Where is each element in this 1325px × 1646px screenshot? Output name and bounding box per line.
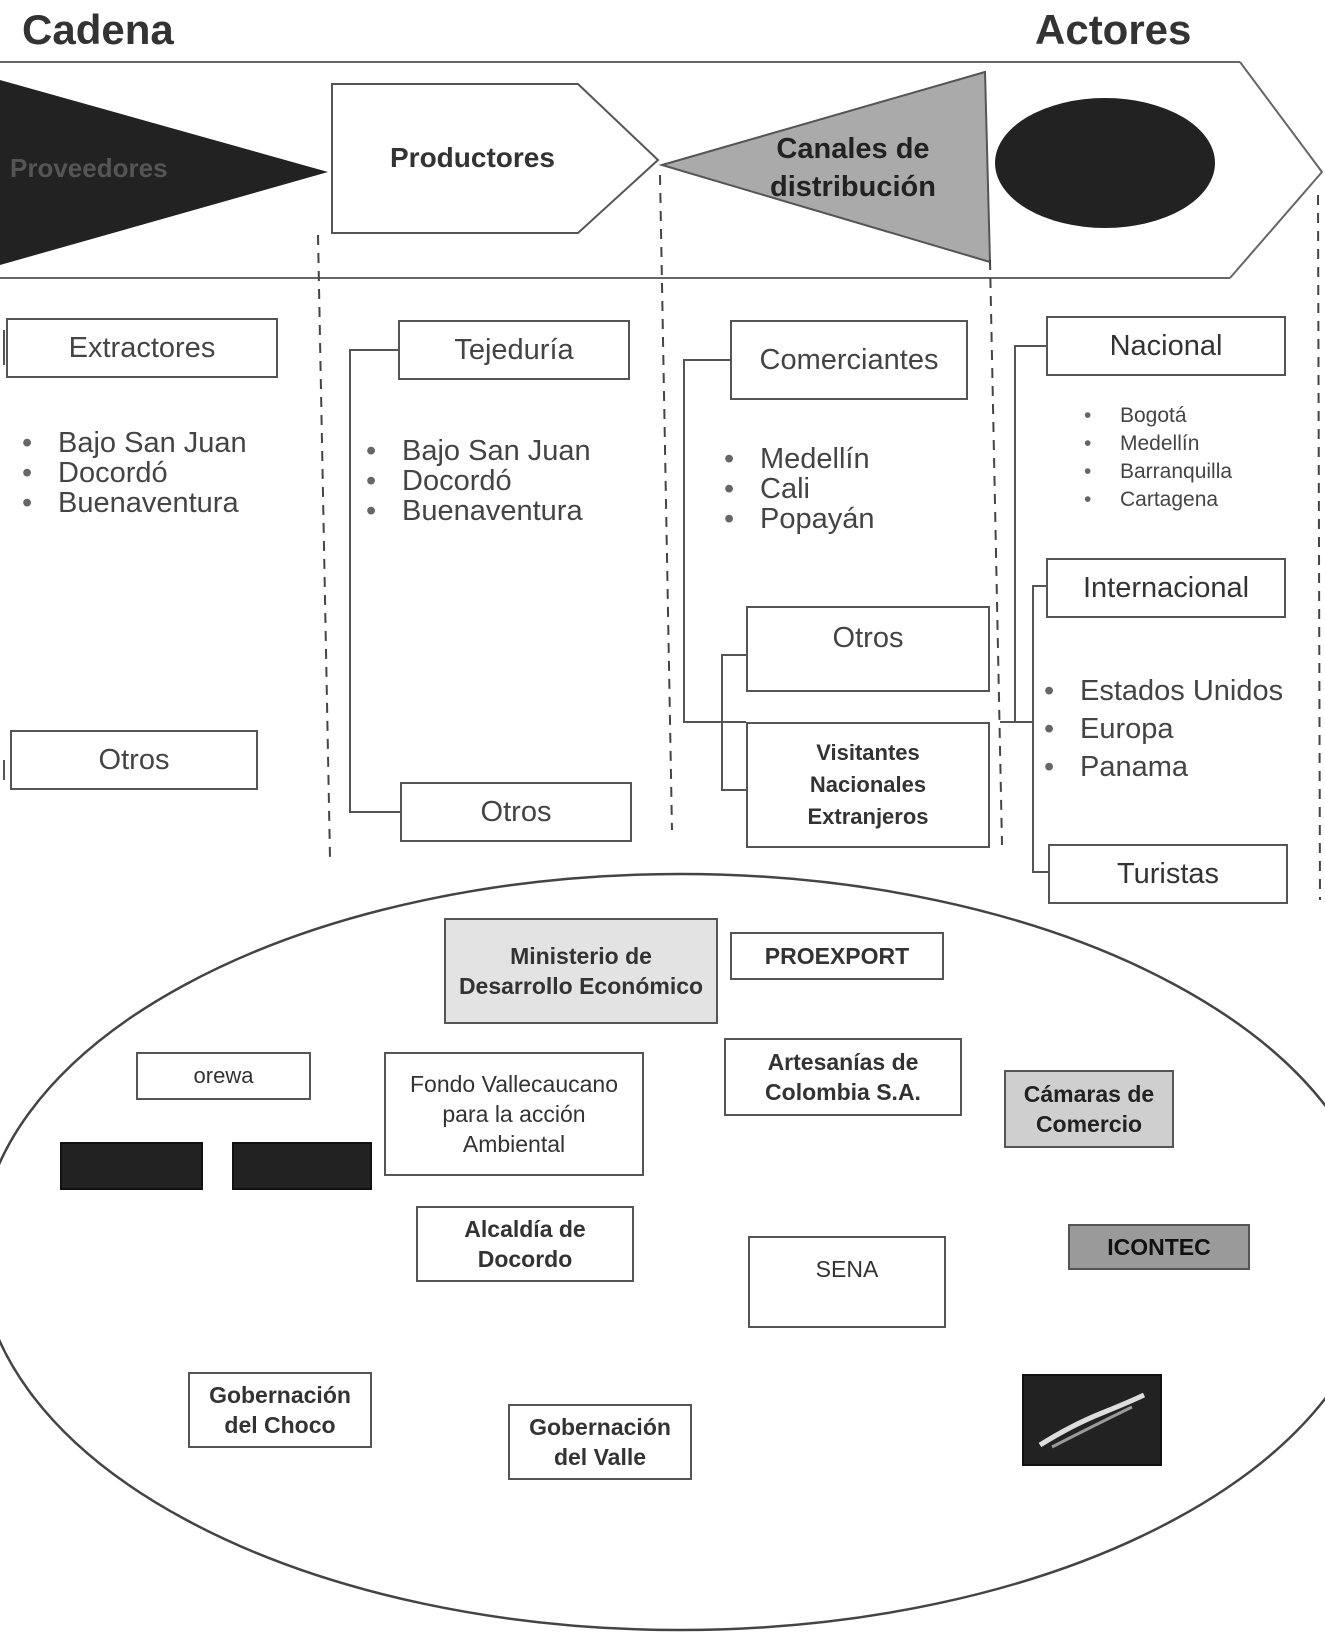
col2-list: Bajo San Juan Docordó Buenaventura bbox=[362, 436, 662, 526]
col3-bracket-a bbox=[683, 359, 746, 723]
actor-redacted-1 bbox=[60, 1142, 203, 1190]
actor-ministerio: Ministerio de Desarrollo Económico bbox=[444, 918, 718, 1024]
col4-internacional-item: Panama bbox=[1044, 748, 1325, 786]
box-extractores: Extractores bbox=[6, 318, 278, 378]
col4-nacional-item: Barranquilla bbox=[1084, 458, 1325, 486]
actor-icontec: ICONTEC bbox=[1068, 1224, 1250, 1270]
proveedores-label: Proveedores bbox=[10, 153, 168, 183]
box-tejeduria: Tejeduría bbox=[398, 320, 630, 380]
col4-nacional-item: Bogotá bbox=[1084, 402, 1325, 430]
actor-gob-choco: Gobernación del Choco bbox=[188, 1372, 372, 1448]
col2-item: Docordó bbox=[366, 466, 662, 496]
actor-icontec-label: ICONTEC bbox=[1107, 1234, 1211, 1260]
box-extractores-label: Extractores bbox=[68, 331, 216, 364]
col4-bracket-a bbox=[1014, 345, 1046, 722]
box-otros-col1: Otros bbox=[10, 730, 258, 790]
box-internacional: Internacional bbox=[1046, 558, 1286, 618]
col4-internacional-item: Europa bbox=[1044, 710, 1325, 748]
col2-bracket bbox=[349, 349, 400, 813]
actor-alcaldia-label: Alcaldía de Docordo bbox=[464, 1216, 586, 1272]
col4-nacional-item: Medellín bbox=[1084, 430, 1325, 458]
col1-item: Bajo San Juan bbox=[22, 428, 318, 458]
actor-artesanias-label: Artesanías de Colombia S.A. bbox=[765, 1049, 921, 1105]
actor-camaras: Cámaras de Comercio bbox=[1004, 1070, 1174, 1148]
actor-sena-label: SENA bbox=[815, 1256, 879, 1282]
band-arrow-tip bbox=[1229, 61, 1324, 279]
actor-gob-valle: Gobernación del Valle bbox=[508, 1404, 692, 1480]
box-internacional-label: Internacional bbox=[1082, 571, 1250, 604]
actor-redacted-2 bbox=[232, 1142, 372, 1190]
box-nacional: Nacional bbox=[1046, 316, 1286, 376]
canales-label: Canales de distribución bbox=[770, 133, 936, 203]
actor-camaras-label: Cámaras de Comercio bbox=[1023, 1081, 1155, 1137]
box-tejeduria-label: Tejeduría bbox=[454, 333, 574, 366]
actor-proexport: PROEXPORT bbox=[730, 932, 944, 980]
header-actores: Actores bbox=[1035, 6, 1192, 53]
box-visitantes: Visitantes Nacionales Extranjeros bbox=[746, 722, 990, 848]
col1-item: Docordó bbox=[22, 458, 318, 488]
box-turistas: Turistas bbox=[1048, 844, 1288, 904]
col3-item: Cali bbox=[724, 474, 1000, 504]
box-otros-col3-label: Otros bbox=[832, 622, 904, 654]
box-nacional-label: Nacional bbox=[1109, 329, 1223, 362]
box-otros-col2: Otros bbox=[400, 782, 632, 842]
box-otros-col2-label: Otros bbox=[480, 795, 552, 828]
productores-shape bbox=[331, 83, 660, 234]
box-comerciantes: Comerciantes bbox=[730, 320, 968, 400]
actor-fondo: Fondo Vallecaucano para la acción Ambien… bbox=[384, 1052, 644, 1176]
actor-orewa: orewa bbox=[136, 1052, 311, 1100]
col3-list: Medellín Cali Popayán bbox=[720, 444, 1000, 534]
header-cadena: Cadena bbox=[22, 6, 174, 53]
actor-logo-image bbox=[1022, 1374, 1162, 1466]
actor-alcaldia: Alcaldía de Docordo bbox=[416, 1206, 634, 1282]
box-otros-col1-label: Otros bbox=[98, 743, 170, 776]
box-comerciantes-label: Comerciantes bbox=[759, 343, 939, 376]
actor-artesanias: Artesanías de Colombia S.A. bbox=[724, 1038, 962, 1116]
actor-fondo-label: Fondo Vallecaucano para la acción Ambien… bbox=[410, 1071, 618, 1157]
col2-item: Buenaventura bbox=[366, 496, 662, 526]
col1-list: Bajo San Juan Docordó Buenaventura bbox=[18, 428, 318, 518]
col4-nacional-item: Cartagena bbox=[1084, 486, 1325, 514]
col1-item: Buenaventura bbox=[22, 488, 318, 518]
actor-proexport-label: PROEXPORT bbox=[764, 943, 910, 969]
col2-item: Bajo San Juan bbox=[366, 436, 662, 466]
divider-2 bbox=[659, 174, 673, 831]
canales-shape bbox=[658, 70, 992, 264]
divider-1 bbox=[317, 234, 331, 859]
actor-sena: SENA bbox=[748, 1236, 946, 1328]
productores-label: Productores bbox=[390, 142, 555, 173]
box-visitantes-label: Visitantes Nacionales Extranjeros bbox=[807, 740, 929, 829]
col4-list-internacional: Estados Unidos Europa Panama bbox=[1040, 672, 1325, 786]
box-turistas-label: Turistas bbox=[1116, 857, 1220, 890]
institutions-ellipse bbox=[0, 872, 1325, 1632]
actor-orewa-label: orewa bbox=[193, 1063, 254, 1088]
actor-gob-valle-label: Gobernación del Valle bbox=[529, 1414, 671, 1470]
divider-3 bbox=[989, 259, 1003, 846]
col4-list-nacional: Bogotá Medellín Barranquilla Cartagena bbox=[1080, 402, 1325, 514]
col3-item: Medellín bbox=[724, 444, 1000, 474]
divider-4 bbox=[1317, 194, 1321, 901]
col4-internacional-item: Estados Unidos bbox=[1044, 672, 1325, 710]
col3-item: Popayán bbox=[724, 504, 1000, 534]
logo-icon bbox=[1038, 1392, 1146, 1449]
col3-bracket-b bbox=[721, 654, 746, 791]
actores-dark-ellipse bbox=[995, 98, 1215, 228]
col4-bracket-b bbox=[1032, 585, 1048, 873]
proveedores-shape bbox=[0, 80, 328, 265]
actor-ministerio-label: Ministerio de Desarrollo Económico bbox=[458, 943, 704, 999]
actor-gob-choco-label: Gobernación del Choco bbox=[209, 1382, 351, 1438]
box-otros-col3: Otros bbox=[746, 606, 990, 692]
